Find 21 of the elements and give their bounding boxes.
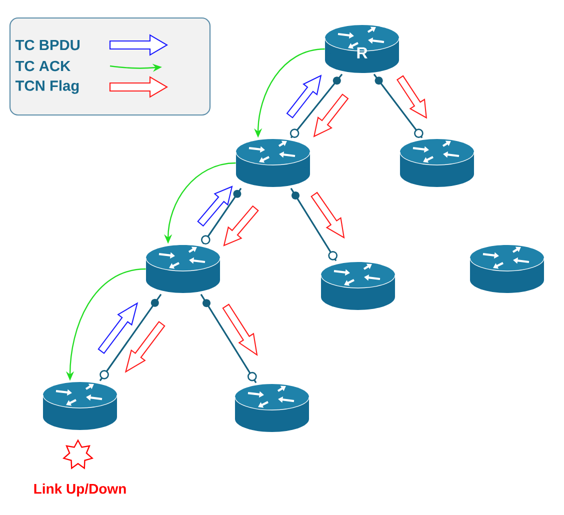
- link-line: [201, 188, 242, 245]
- router-drawing: [146, 245, 220, 293]
- event-label: Link Up/Down: [34, 483, 126, 497]
- block-arrow: [222, 304, 258, 356]
- link-line: [99, 294, 162, 382]
- router-drawing: [470, 245, 544, 293]
- link-line: [290, 74, 343, 138]
- block-arrow: [310, 192, 345, 239]
- block-arrow: [313, 94, 349, 138]
- router-drawing: [320, 262, 396, 310]
- legend-label: TCN Flag: [15, 80, 79, 94]
- router-drawing: [236, 139, 310, 187]
- router-drawing: [400, 139, 474, 187]
- block-arrow: [286, 74, 322, 118]
- router-drawing: [234, 384, 310, 432]
- link-line: [290, 188, 338, 262]
- link-line: [200, 294, 257, 384]
- legend-label: TC BPDU: [15, 40, 80, 50]
- legend-label: TC ACK: [15, 60, 71, 72]
- link-line: [373, 74, 424, 138]
- router-drawing: [42, 382, 118, 430]
